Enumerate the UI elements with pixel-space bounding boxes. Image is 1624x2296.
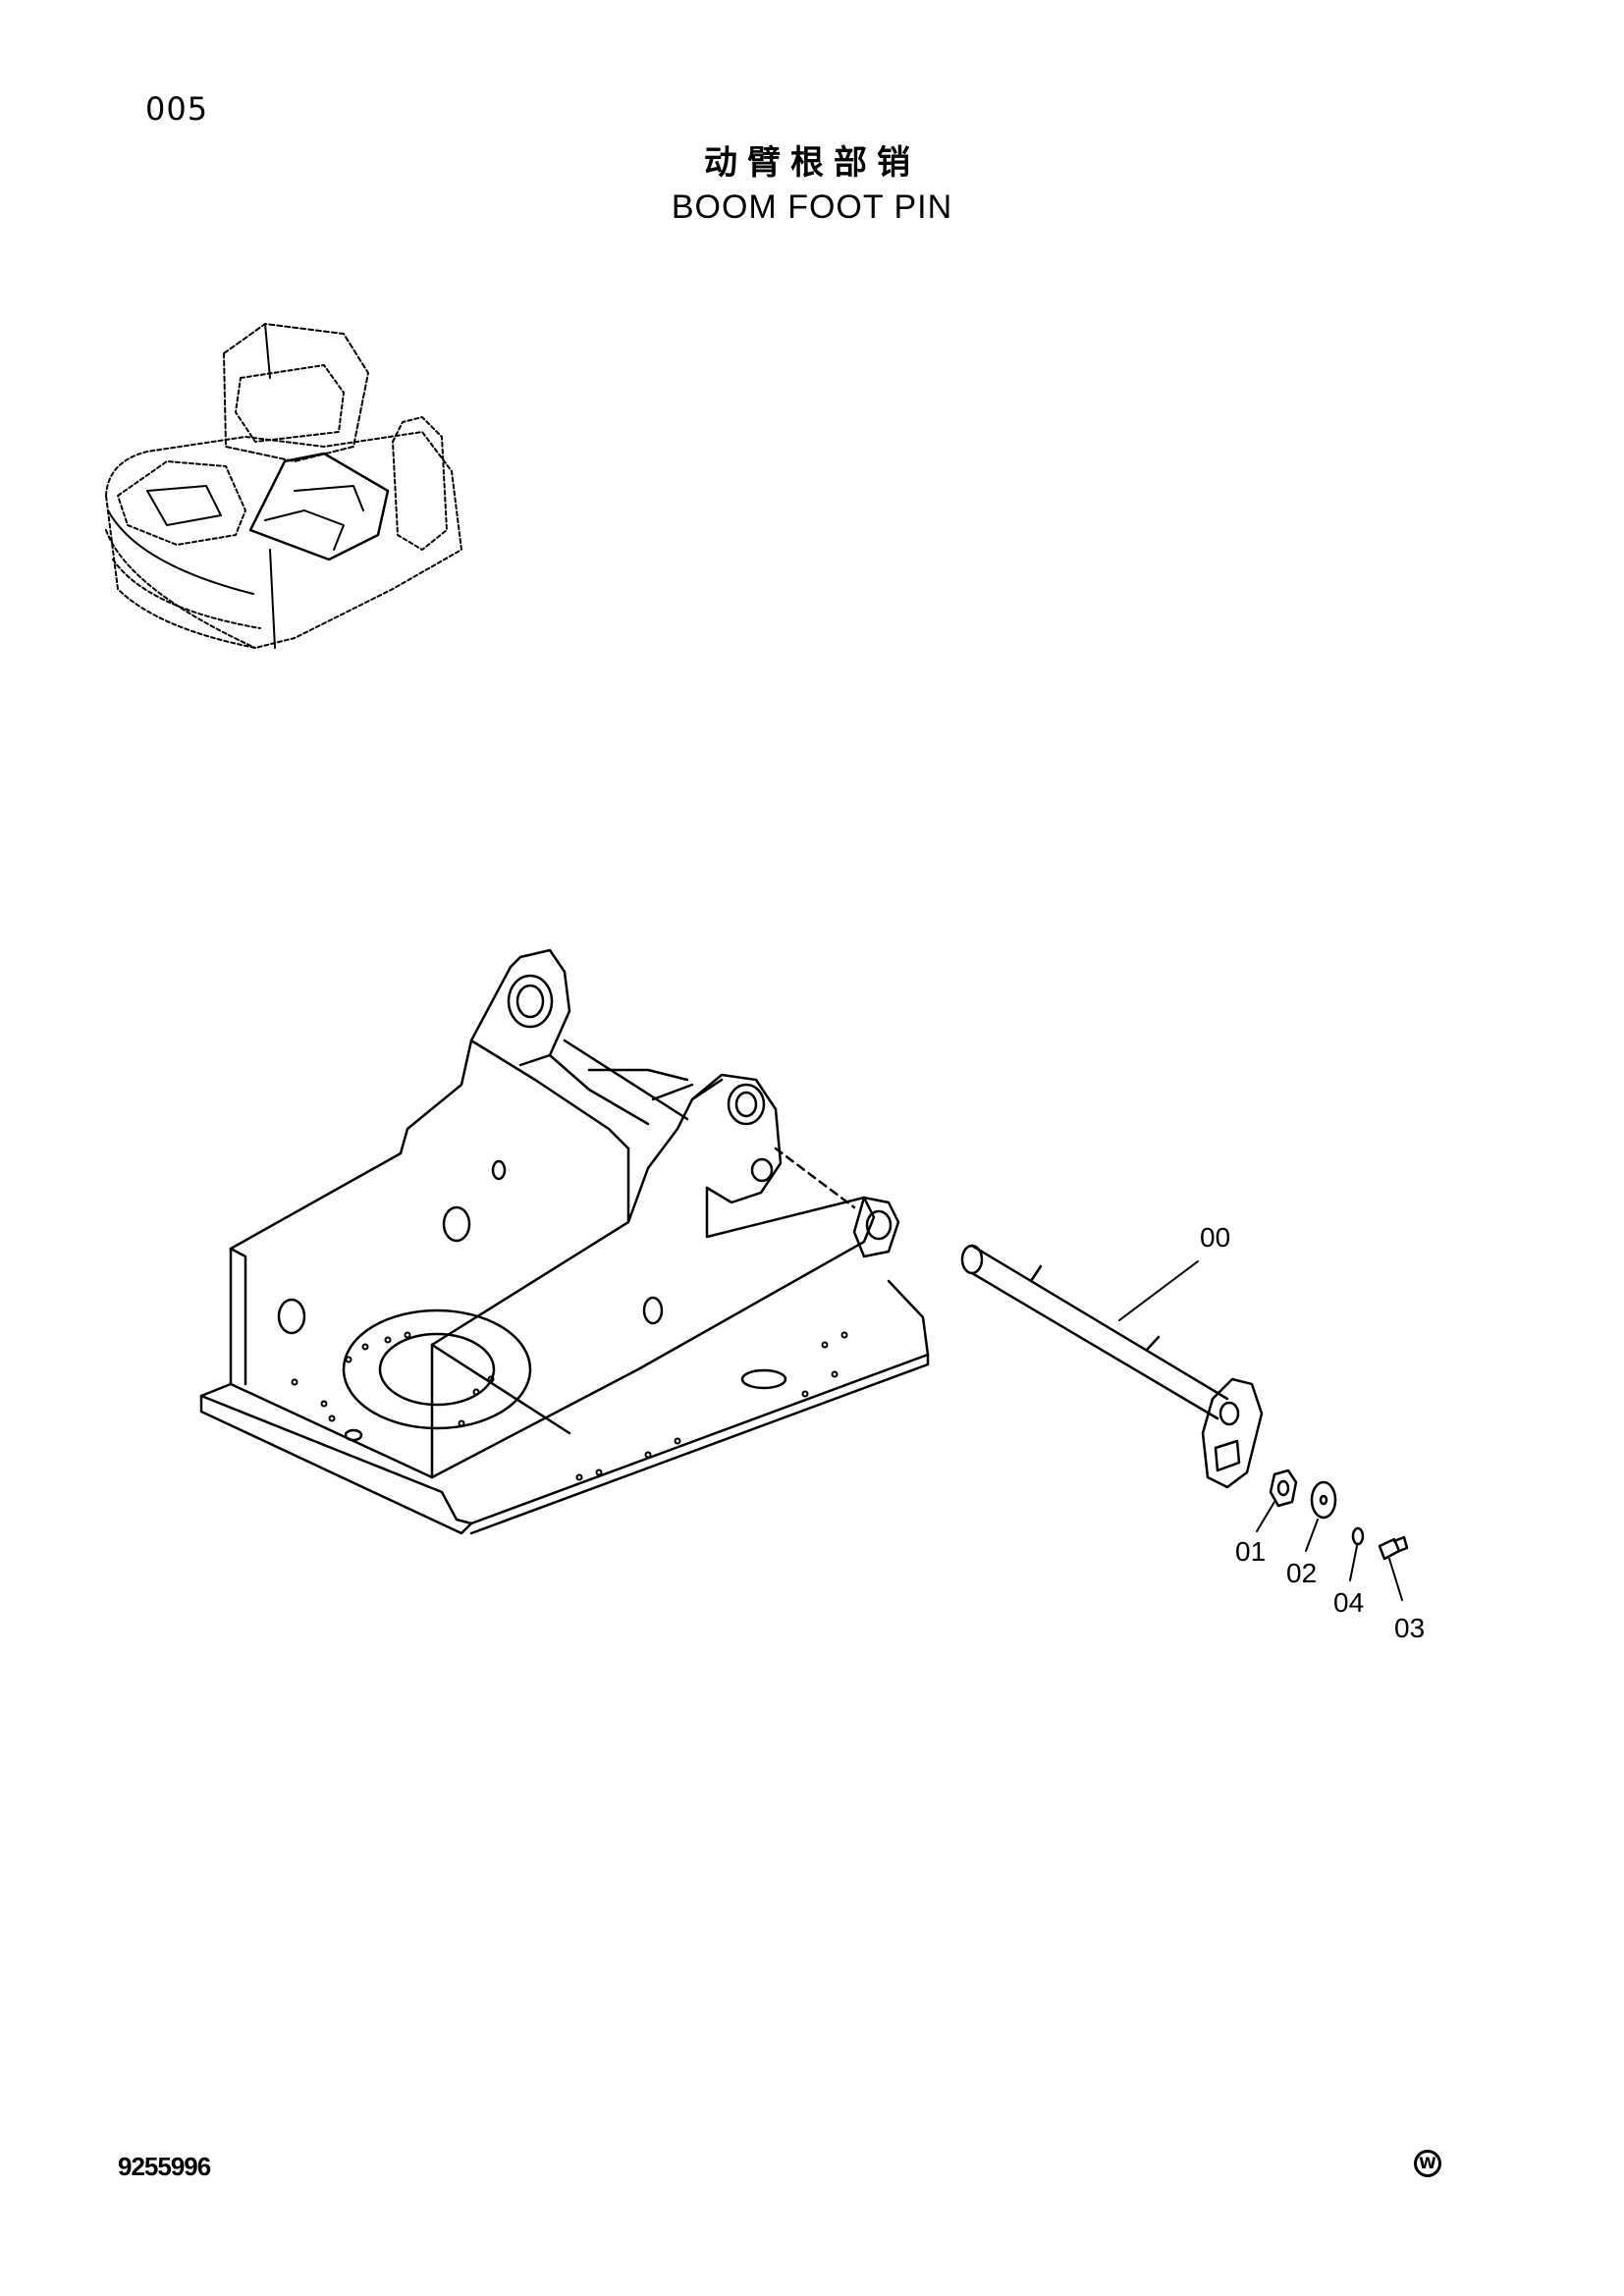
callout-label-03: 03 <box>1394 1613 1425 1643</box>
circled-w-mark: W <box>1414 2150 1441 2177</box>
callout-label-00: 00 <box>1200 1222 1230 1253</box>
callout-label-04: 04 <box>1333 1587 1364 1618</box>
upper-frame-drawing <box>199 948 930 1535</box>
title-chinese: 动臂根部销 <box>704 143 920 183</box>
document-number: 9255996 <box>118 2152 211 2181</box>
boom-foot-pin-drawing <box>960 1244 1409 1601</box>
page-number: 005 <box>145 90 209 128</box>
title-english: BOOM FOOT PIN <box>671 188 953 226</box>
callout-label-01: 01 <box>1235 1536 1266 1567</box>
excavator-thumbnail <box>105 323 462 649</box>
callout-label-02: 02 <box>1286 1558 1317 1588</box>
